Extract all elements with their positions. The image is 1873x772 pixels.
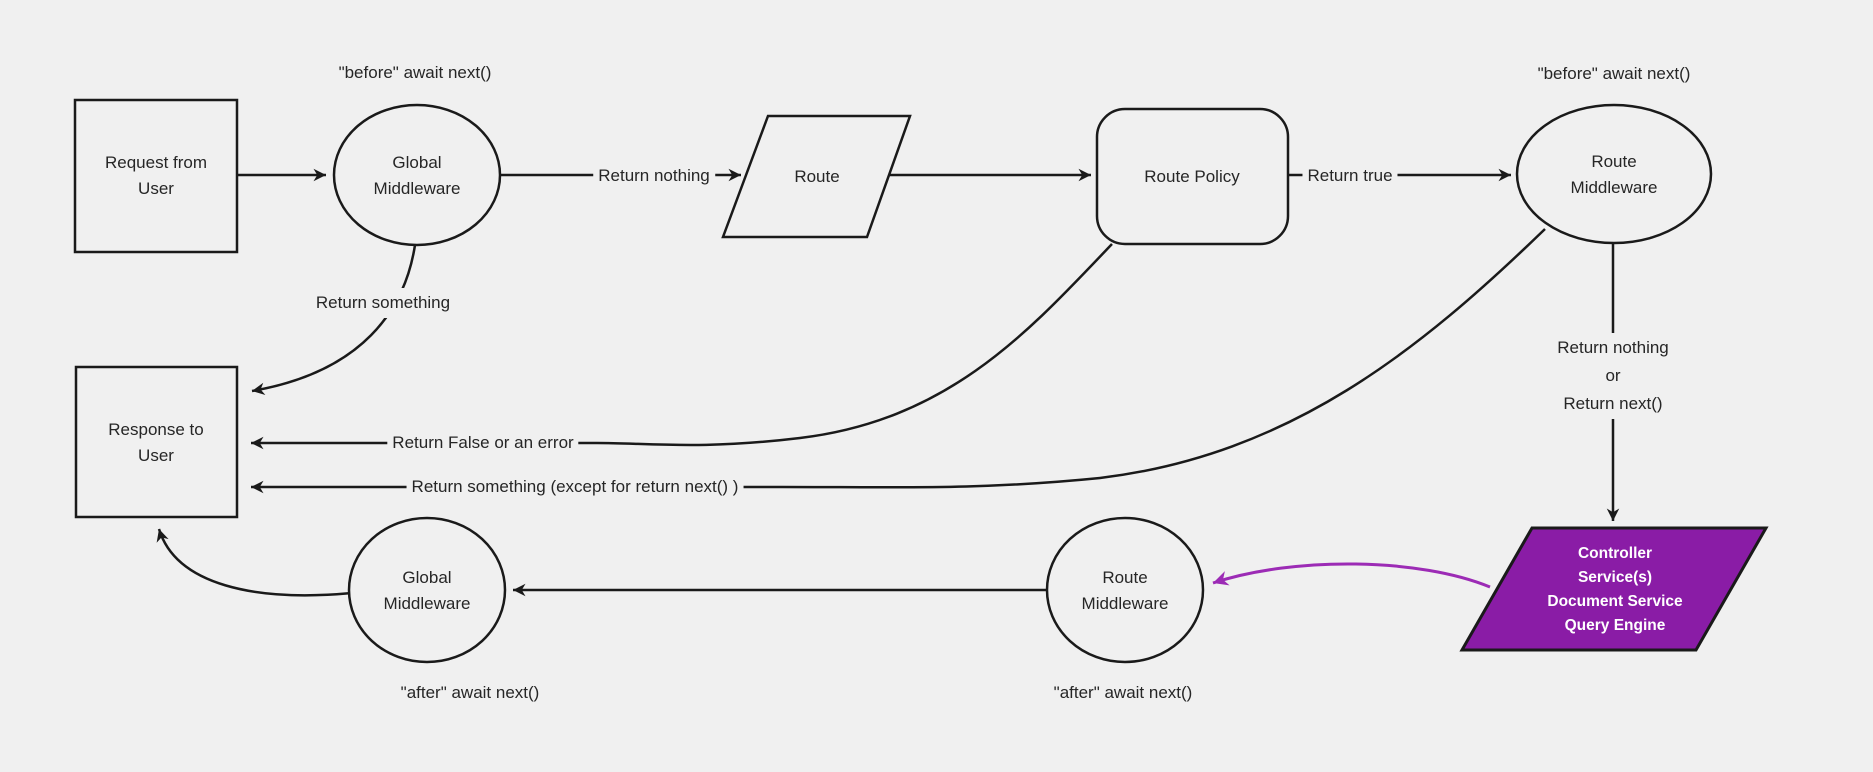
- route-middleware-top-node: [1515, 103, 1713, 245]
- edge-controller-to-routemw-bottom: [1212, 562, 1491, 589]
- route-node-label: Route: [794, 167, 840, 186]
- controller-node: [1459, 526, 1769, 652]
- controller-node-label: Controller Service(s) Document Service Q…: [1547, 545, 1683, 634]
- before-await-label-right: "before" await next(): [1537, 64, 1691, 83]
- route-middleware-bottom-node: [1045, 516, 1205, 664]
- return-nothing-edge-label: Return nothing: [593, 161, 715, 191]
- global-middleware-bottom-label: Global Middleware: [383, 568, 471, 613]
- edge-global-return-something: [251, 244, 417, 396]
- after-await-label-left: "after" await next(): [400, 683, 540, 702]
- after-await-label-right: "after" await next(): [1053, 683, 1193, 702]
- edge-global-bottom-to-response: [156, 528, 353, 597]
- global-middleware-top-label: Global Middleware: [373, 153, 461, 198]
- request-node-label: Request from User: [104, 153, 208, 198]
- response-node: [74, 365, 239, 519]
- route-policy-label: Route Policy: [1144, 167, 1240, 186]
- edge-routemw-return-something-except: [251, 228, 1546, 494]
- request-node: [73, 98, 239, 254]
- return-something-except-edge-label: Return something (except for return next…: [406, 472, 744, 502]
- global-middleware-bottom-node: [347, 516, 507, 664]
- route-middleware-top-label: Route Middleware: [1570, 152, 1658, 197]
- route-middleware-bottom-label: Route Middleware: [1081, 568, 1169, 613]
- route-policy-node: [1095, 107, 1290, 246]
- global-middleware-top-node: [332, 103, 502, 247]
- return-something-edge-label: Return something: [310, 288, 456, 318]
- edge-policy-return-false: [251, 243, 1113, 450]
- return-true-edge-label: Return true: [1302, 161, 1398, 191]
- before-await-label-left: "before" await next(): [338, 63, 492, 82]
- route-node: [721, 114, 912, 239]
- return-false-edge-label: Return False or an error: [387, 428, 579, 458]
- return-nothing-or-next-edge-label: Return nothing or Return next(): [1552, 333, 1674, 419]
- response-node-label: Response to User: [108, 420, 204, 465]
